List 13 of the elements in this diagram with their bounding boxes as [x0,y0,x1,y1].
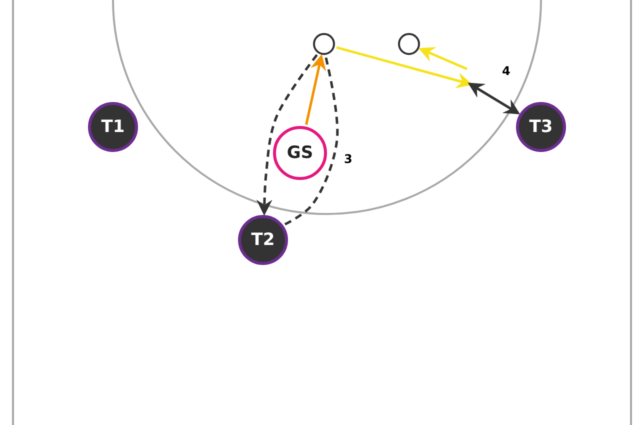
edge-label: 3 [343,152,354,166]
arrow [418,47,468,70]
player-marker: GS [273,126,327,180]
position-circle [313,33,335,55]
arrow [305,54,326,125]
arrow [336,46,473,88]
player-marker: T3 [516,102,566,152]
arrow [256,54,318,216]
arrow [468,82,520,114]
player-marker: T2 [238,215,288,265]
player-marker: T1 [88,102,138,152]
position-circle [398,33,420,55]
edge-label: 4 [501,64,512,78]
